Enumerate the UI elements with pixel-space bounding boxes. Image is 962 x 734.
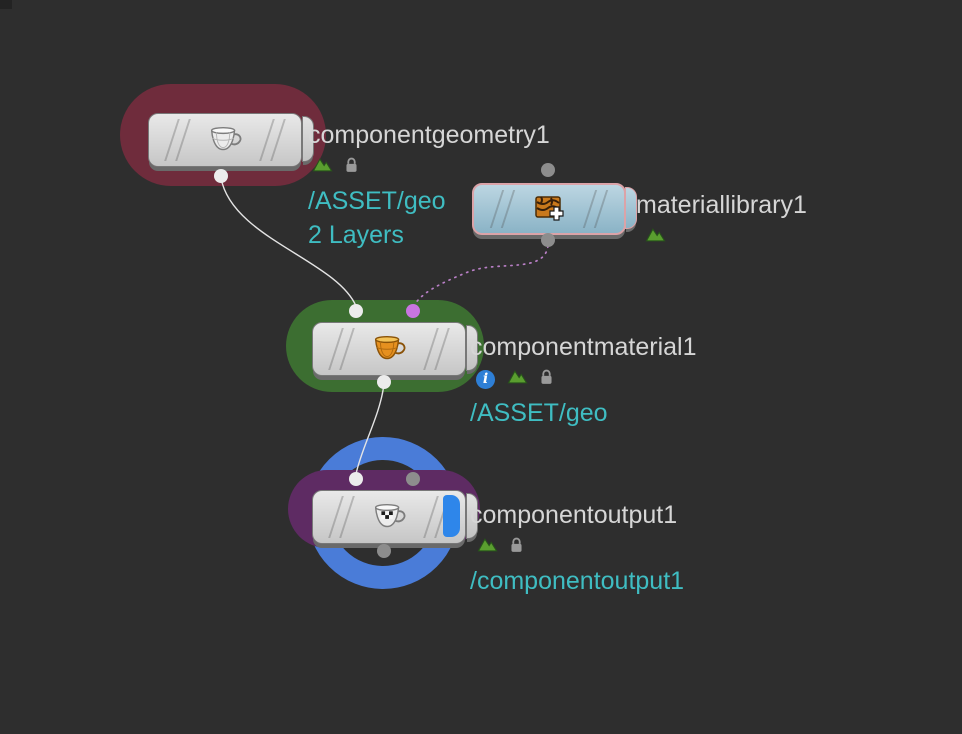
componentmaterial1-input-connector[interactable] bbox=[349, 304, 363, 318]
materiallibrary1-label[interactable]: materiallibrary1 bbox=[636, 191, 807, 219]
lock-badge-icon bbox=[344, 156, 359, 179]
checker-flag bbox=[381, 511, 393, 519]
mountain-badge-icon bbox=[311, 156, 333, 178]
lock-badge-icon bbox=[509, 536, 524, 559]
componentgeometry1-label[interactable]: componentgeometry1 bbox=[308, 121, 550, 149]
componentoutput1-labels: componentoutput1 /componentoutput1 bbox=[470, 499, 684, 597]
lock-badge-icon bbox=[539, 368, 554, 391]
mountain-badge-icon bbox=[476, 536, 498, 558]
componentoutput1-input-connector[interactable] bbox=[349, 472, 363, 486]
materiallibrary1-output-connector[interactable] bbox=[541, 233, 555, 247]
mountain-badge-icon bbox=[644, 226, 666, 248]
componentmaterial1-path: /ASSET/geo bbox=[470, 399, 608, 427]
componentoutput1-second-input-connector[interactable] bbox=[406, 472, 420, 486]
componentgeometry1-layers: 2 Layers bbox=[308, 221, 404, 249]
componentmaterial1-label[interactable]: componentmaterial1 bbox=[470, 333, 697, 361]
componentgeometry1-labels: componentgeometry1 /ASSET/geo 2 Layers bbox=[308, 119, 550, 251]
componentmaterial1-node[interactable] bbox=[312, 322, 478, 376]
componentoutput1-node[interactable] bbox=[312, 490, 478, 544]
geometry-mug-icon bbox=[206, 125, 244, 155]
componentoutput1-label[interactable]: componentoutput1 bbox=[470, 501, 678, 529]
pane-corner bbox=[0, 0, 12, 9]
output-mug-icon bbox=[370, 502, 408, 532]
componentgeometry1-node[interactable] bbox=[148, 113, 314, 167]
wire-materiallibrary-to-material-dashed bbox=[413, 245, 549, 307]
info-badge-icon[interactable]: i bbox=[476, 369, 495, 389]
materiallibrary1-input-connector[interactable] bbox=[541, 163, 555, 177]
componentgeometry1-output-connector[interactable] bbox=[214, 169, 228, 183]
material-mug-icon bbox=[370, 334, 408, 364]
mountain-badge-icon bbox=[506, 368, 528, 390]
output-flag[interactable] bbox=[443, 495, 460, 537]
componentmaterial1-output-connector[interactable] bbox=[377, 375, 391, 389]
componentoutput1-output-connector[interactable] bbox=[377, 544, 391, 558]
componentmaterial1-material-input-connector[interactable] bbox=[406, 304, 420, 318]
materiallibrary1-node[interactable] bbox=[472, 183, 637, 235]
materiallibrary1-labels: materiallibrary1 bbox=[636, 189, 807, 247]
componentoutput1-path: /componentoutput1 bbox=[470, 567, 685, 595]
componentgeometry1-path: /ASSET/geo bbox=[308, 187, 446, 215]
componentmaterial1-labels: componentmaterial1 i /ASSET/geo bbox=[470, 331, 697, 429]
material-library-icon bbox=[531, 194, 567, 224]
node-groove bbox=[593, 190, 609, 228]
